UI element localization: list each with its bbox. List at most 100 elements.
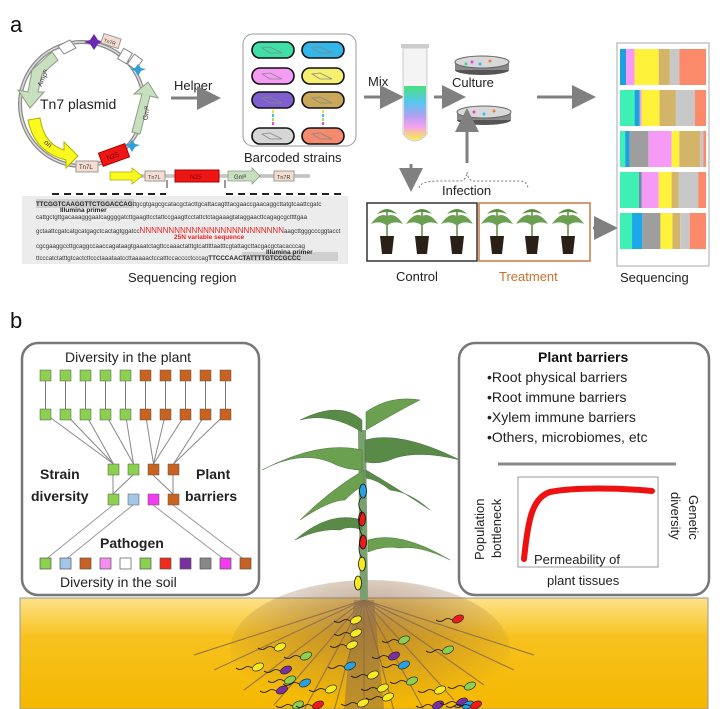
lineage-link bbox=[172, 504, 246, 561]
strain-square bbox=[127, 493, 140, 506]
soil-bacterium bbox=[325, 684, 337, 694]
dotted-continuation bbox=[322, 110, 324, 113]
linear-tn7l-box bbox=[144, 170, 166, 182]
lineage-link bbox=[64, 504, 134, 561]
lineage-link bbox=[173, 413, 206, 465]
soil-strain-square bbox=[59, 557, 72, 570]
dotted-continuation bbox=[272, 114, 274, 117]
bacterium-flagellum bbox=[415, 704, 433, 708]
lineage-link bbox=[65, 413, 114, 465]
soil-bacterium bbox=[432, 700, 444, 709]
strain-abundance-segment bbox=[658, 49, 670, 85]
strain-square bbox=[99, 408, 112, 421]
petri-dish-top bbox=[454, 55, 510, 75]
sequencing-sample-bar bbox=[620, 131, 706, 167]
seedling-leaves bbox=[516, 215, 548, 226]
soil-bacterium bbox=[284, 675, 296, 685]
strain-square bbox=[99, 369, 112, 382]
strain-square bbox=[119, 408, 132, 421]
lineage-link bbox=[153, 413, 166, 465]
sequence-region: TTCGGTCAAGGTTCTGGACCAGttgcgtgagcgcatacgc… bbox=[22, 196, 348, 264]
bacterium-flagellum bbox=[259, 689, 277, 693]
bacterium-flagellum bbox=[425, 649, 443, 653]
strain-abundance-segment bbox=[620, 131, 626, 167]
dotted-continuation bbox=[322, 114, 324, 117]
gm-label: Gmᴿ bbox=[142, 105, 152, 121]
strain-abundance-segment bbox=[672, 213, 681, 249]
purple-site-marker bbox=[84, 34, 104, 50]
strain-abundance-segment bbox=[679, 49, 706, 85]
plant-pot bbox=[490, 236, 504, 254]
bacterium-flagellum bbox=[340, 702, 358, 706]
seedling-leaves bbox=[377, 209, 397, 214]
barcoded-strains-box bbox=[242, 33, 357, 147]
soil-bacterium bbox=[442, 645, 454, 655]
strain-abundance-segment bbox=[675, 90, 695, 126]
strain-square bbox=[147, 493, 160, 506]
strain-abundance-segment bbox=[660, 213, 673, 249]
soil-bacterium bbox=[398, 635, 410, 645]
lineage-link bbox=[44, 504, 114, 561]
plant-leaf bbox=[365, 469, 431, 511]
illumina-primer-label-1: Illumina primer bbox=[60, 207, 107, 214]
plasmid-glyph bbox=[310, 46, 333, 54]
bacterial-strain-cell bbox=[251, 41, 295, 59]
soil-bacterium bbox=[350, 628, 362, 638]
plant-seedlings bbox=[371, 209, 584, 254]
white-gene-arrow bbox=[57, 39, 77, 55]
plant-barriers-list: •Root physical barriers •Root immune bar… bbox=[487, 369, 648, 445]
soil-strain-square bbox=[139, 557, 152, 570]
strain-abundance-segment bbox=[694, 90, 706, 126]
panel-b-label: b bbox=[10, 308, 22, 333]
strain-square bbox=[139, 408, 152, 421]
strain-square bbox=[139, 369, 152, 382]
bacterium bbox=[359, 534, 367, 550]
bacterium-flagellum bbox=[283, 655, 301, 659]
soil-bacterium bbox=[464, 681, 476, 691]
amp-resistance-gene bbox=[16, 51, 59, 109]
white-gene-box bbox=[116, 47, 134, 65]
strain-diversity-tree bbox=[39, 369, 252, 570]
seedling-leaves bbox=[447, 209, 467, 214]
linear-ori-arrow bbox=[109, 167, 143, 185]
soil-strain-square bbox=[239, 557, 252, 570]
strain-abundance-segment bbox=[680, 213, 690, 249]
n25-barcode bbox=[97, 142, 131, 168]
soil-bacterium bbox=[276, 685, 288, 695]
strain-square bbox=[199, 369, 212, 382]
strain-abundance-segment bbox=[638, 172, 642, 208]
plant-leaf bbox=[367, 537, 451, 561]
strain-square bbox=[147, 463, 160, 476]
bacterium-flagellum bbox=[381, 664, 399, 668]
root-strand bbox=[213, 599, 365, 671]
bacterium-flagellum bbox=[350, 674, 368, 678]
soil-bacterium bbox=[346, 640, 358, 650]
plant-leaf bbox=[261, 447, 363, 471]
strain-abundance-segment bbox=[671, 131, 680, 167]
plant-leaf bbox=[299, 409, 363, 433]
soil-bacterium bbox=[434, 685, 446, 695]
bacterium-flagellum bbox=[389, 680, 407, 684]
strain-abundance-segment bbox=[658, 172, 672, 208]
plant-barriers-label-line1: Plant bbox=[196, 466, 231, 482]
soil-bacterium bbox=[357, 698, 369, 708]
left-axis-label-line2: bottleneck bbox=[489, 498, 504, 558]
strain-abundance-segment bbox=[699, 131, 704, 167]
soil-strain-square bbox=[159, 557, 172, 570]
sequence-line-5: ttcccatctatttgtcactcttccctaaataatccttaaa… bbox=[36, 255, 301, 262]
plasmid-glyph bbox=[260, 46, 283, 54]
soil-bacterium bbox=[299, 678, 311, 688]
plant-pot bbox=[450, 236, 464, 254]
plasmid-glyph bbox=[260, 132, 283, 140]
linear-gm-arrow bbox=[227, 167, 261, 185]
strain-square bbox=[159, 408, 172, 421]
tn7r-label: Tn7R bbox=[103, 38, 117, 48]
strain-abundance-segment bbox=[698, 172, 706, 208]
strain-abundance-segment bbox=[632, 213, 643, 249]
infection-bracket bbox=[418, 171, 529, 189]
right-axis-label-line2: diversity bbox=[668, 492, 683, 540]
bacterium-flagellum bbox=[447, 685, 465, 689]
plant-roots bbox=[193, 599, 535, 709]
soil-strain-square bbox=[119, 557, 132, 570]
pathogen-label: Pathogen bbox=[100, 535, 164, 551]
